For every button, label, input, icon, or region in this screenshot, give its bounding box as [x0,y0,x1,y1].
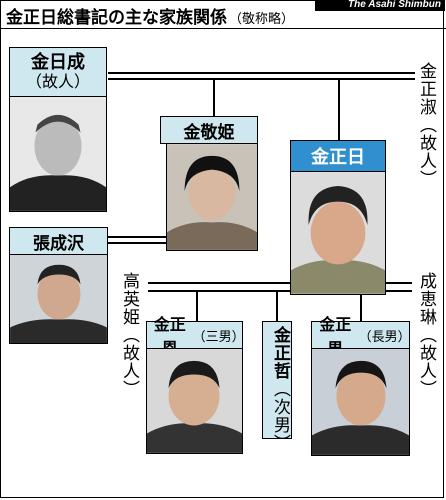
jang-song-thaek-name: 張成沢 [33,233,84,254]
line-to-songhyerim [382,282,412,284]
portrait-placeholder-icon [10,97,106,211]
kim-jong-il-photo [290,171,386,295]
ko-yong-hui-label: 高英姫（故人） [118,272,140,422]
song-hye-rim-note: （故人） [416,326,436,398]
kim-il-sung-note: （故人） [25,72,90,91]
credit-strip: The Asahi Shimbun [315,0,445,11]
kim-jong-chol-name-box: 金正哲（次男） [262,321,292,452]
portrait-placeholder-icon [291,172,385,294]
line-to-jongun [196,291,198,321]
line-ilsung-jongsuk-bottom [108,78,420,80]
title-note: （敬称略） [229,12,295,27]
title-text: 金正日総書記の主な家族関係 [6,8,227,28]
jang-song-thaek-name-box: 張成沢 [9,227,108,255]
kim-jong-chol-name: 金正哲 [270,326,290,380]
kim-kyong-hui-photo [166,143,258,251]
line-jang-kyonghui-bottom [108,242,166,244]
portrait-placeholder-icon [147,349,242,453]
line-to-jongil [338,79,340,140]
kim-jong-un-name-box: 金正恩（三男） [146,315,245,358]
line-songhyerim-child-h [360,290,412,292]
kim-kyong-hui-name-box: 金敬姫 [160,116,258,144]
line-koyonghui-children [148,290,290,292]
kim-kyong-hui-name: 金敬姫 [183,122,235,143]
kim-il-sung-photo [9,96,107,212]
line-to-jongnam [360,291,362,321]
portrait-placeholder-icon [312,349,409,455]
kim-jong-nam-photo [311,348,410,456]
portrait-placeholder-icon [167,144,257,250]
kim-jong-suk-note: （故人） [416,116,436,188]
header: 金正日総書記の主な家族関係（敬称略） The Asahi Shimbun [0,0,446,29]
line-to-kyonghui [213,79,215,116]
kim-il-sung-name: 金日成 [31,52,85,73]
kim-jong-suk-label: 金正淑（故人） [415,62,437,192]
line-jang-kyonghui-top [108,236,166,238]
line-to-koyonghui [148,282,290,284]
kim-jong-nam-name-box: 金正男（長男） [311,315,411,358]
credit-text: The Asahi Shimbun [348,0,441,10]
kim-il-sung-name-box: 金日成 （故人） [9,47,107,97]
line-to-jongchol [276,291,278,321]
kim-jong-nam-note: （長男） [358,329,411,345]
song-hye-rim-name: 成恵琳 [416,272,436,326]
song-hye-rim-label: 成恵琳（故人） [415,272,437,422]
diagram-title: 金正日総書記の主な家族関係（敬称略） [6,3,294,28]
line-ilsung-jongsuk-top [108,72,420,74]
portrait-placeholder-icon [10,255,107,343]
kim-jong-il-name-box[interactable]: 金正日 [290,140,386,172]
jang-song-thaek-photo [9,254,108,344]
kim-jong-un-note: （三男） [192,329,245,345]
ko-yong-hui-name: 高英姫 [119,272,139,326]
kim-jong-il-name: 金正日 [311,147,365,168]
kim-jong-un-photo [146,348,243,454]
ko-yong-hui-note: （故人） [119,326,139,398]
kim-jong-chol-note: （次男） [270,380,290,452]
kim-jong-suk-name: 金正淑 [416,62,436,116]
